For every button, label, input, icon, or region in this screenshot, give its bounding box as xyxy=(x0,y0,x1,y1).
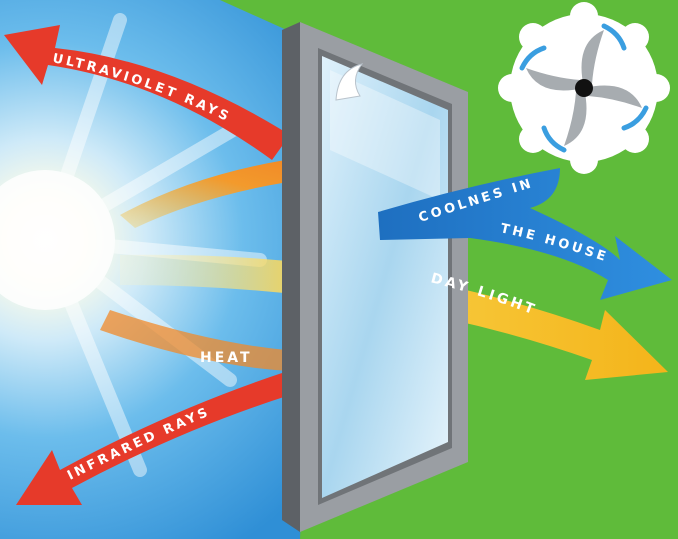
fan-icon xyxy=(498,2,670,174)
heat-label: HEAT xyxy=(200,350,253,366)
